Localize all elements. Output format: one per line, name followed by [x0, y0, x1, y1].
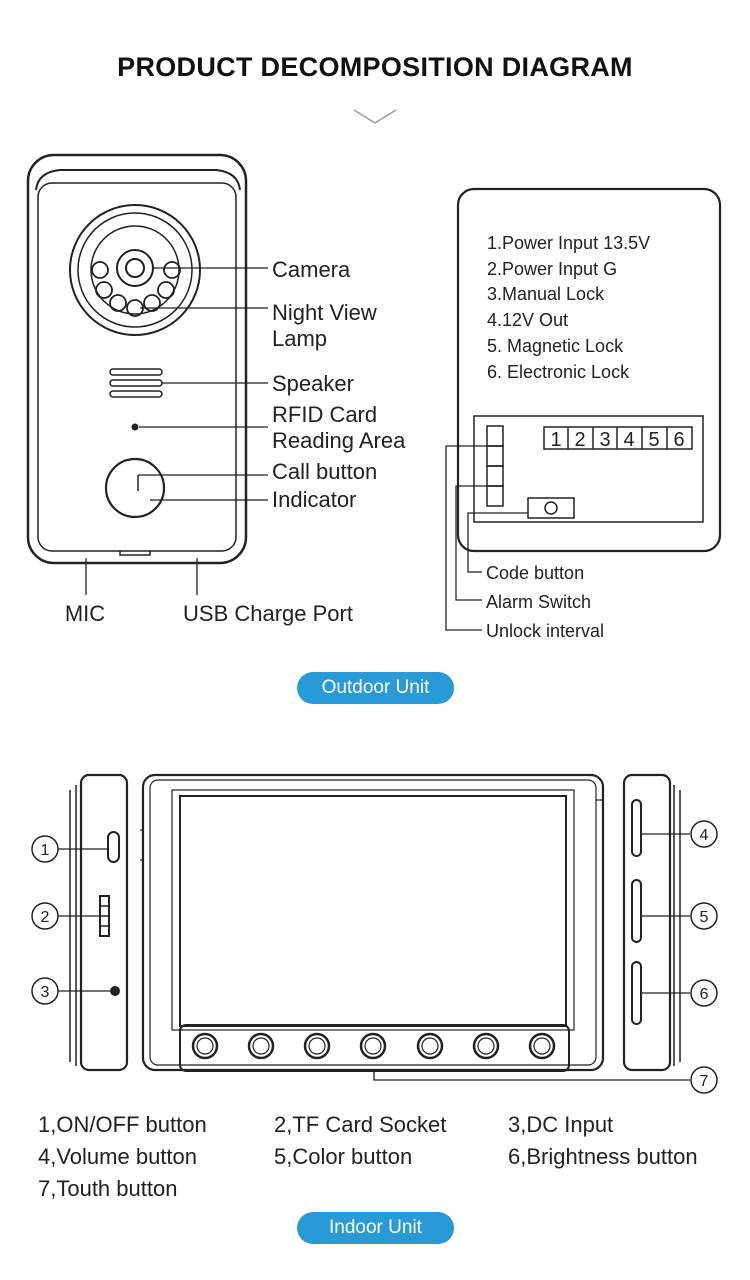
- marker-3: 3: [41, 984, 50, 1001]
- outdoor-unit-badge: Outdoor Unit: [297, 672, 454, 704]
- terminal-1: 1: [550, 429, 561, 451]
- indoor-right-side-view: [622, 773, 681, 1072]
- terminal-3: 3: [599, 429, 610, 451]
- indicator-label: Indicator: [272, 487, 356, 512]
- call-button-label: Call button: [272, 459, 377, 484]
- night-view-label-line2: Lamp: [272, 326, 327, 351]
- legend-item-2: 2,TF Card Socket: [274, 1112, 446, 1137]
- wiring-callout-lines: [445, 445, 528, 631]
- dc-input-jack: [110, 986, 120, 996]
- indoor-marker-circles: [31, 820, 718, 1094]
- wiring-item-1: 1.Power Input 13.5V: [487, 233, 650, 253]
- rfid-dot: [131, 423, 139, 431]
- chevron-down-icon: [353, 109, 397, 124]
- speaker-label: Speaker: [272, 371, 354, 396]
- indoor-left-side-view: [69, 773, 129, 1072]
- camera-label: Camera: [272, 257, 351, 282]
- marker-1: 1: [41, 842, 50, 859]
- terminal-4: 4: [623, 429, 634, 451]
- unlock-interval-label: Unlock interval: [486, 621, 604, 641]
- wiring-item-5: 5. Magnetic Lock: [487, 336, 624, 356]
- indoor-unit-badge: Indoor Unit: [297, 1212, 454, 1244]
- terminal-2: 2: [574, 429, 585, 451]
- legend-item-5: 5,Color button: [274, 1144, 412, 1169]
- terminal-6: 6: [673, 429, 684, 451]
- touch-buttons: [191, 1032, 556, 1060]
- marker-5: 5: [700, 909, 709, 926]
- marker-6: 6: [700, 986, 709, 1003]
- wiring-item-6: 6. Electronic Lock: [487, 362, 630, 382]
- legend-item-6: 6,Brightness button: [508, 1144, 698, 1169]
- marker-2: 2: [41, 909, 50, 926]
- marker-7: 7: [700, 1073, 709, 1090]
- wiring-item-2: 2.Power Input G: [487, 259, 617, 279]
- rfid-label-line1: RFID Card: [272, 402, 377, 427]
- legend-item-1: 1,ON/OFF button: [38, 1112, 207, 1137]
- wiring-item-4: 4.12V Out: [487, 310, 568, 330]
- outdoor-unit-drawing: [26, 153, 248, 565]
- night-view-label-line1: Night View: [272, 300, 377, 325]
- page-title: PRODUCT DECOMPOSITION DIAGRAM: [117, 52, 633, 82]
- code-button-label: Code button: [486, 563, 584, 583]
- outdoor-callout-lines: [85, 267, 268, 595]
- indoor-front-view: [140, 773, 605, 1072]
- legend-item-4: 4,Volume button: [38, 1144, 197, 1169]
- legend-item-7: 7,Touth button: [38, 1176, 177, 1201]
- marker-4: 4: [700, 827, 709, 844]
- wiring-board: [456, 187, 722, 553]
- legend-item-3: 3,DC Input: [508, 1112, 613, 1137]
- mic-label: MIC: [65, 601, 105, 626]
- usb-label: USB Charge Port: [183, 601, 353, 626]
- alarm-switch-label: Alarm Switch: [486, 592, 591, 612]
- rfid-label-line2: Reading Area: [272, 428, 406, 453]
- terminal-5: 5: [648, 429, 659, 451]
- indoor-callout-lines: [58, 833, 690, 1081]
- wiring-item-3: 3.Manual Lock: [487, 284, 605, 304]
